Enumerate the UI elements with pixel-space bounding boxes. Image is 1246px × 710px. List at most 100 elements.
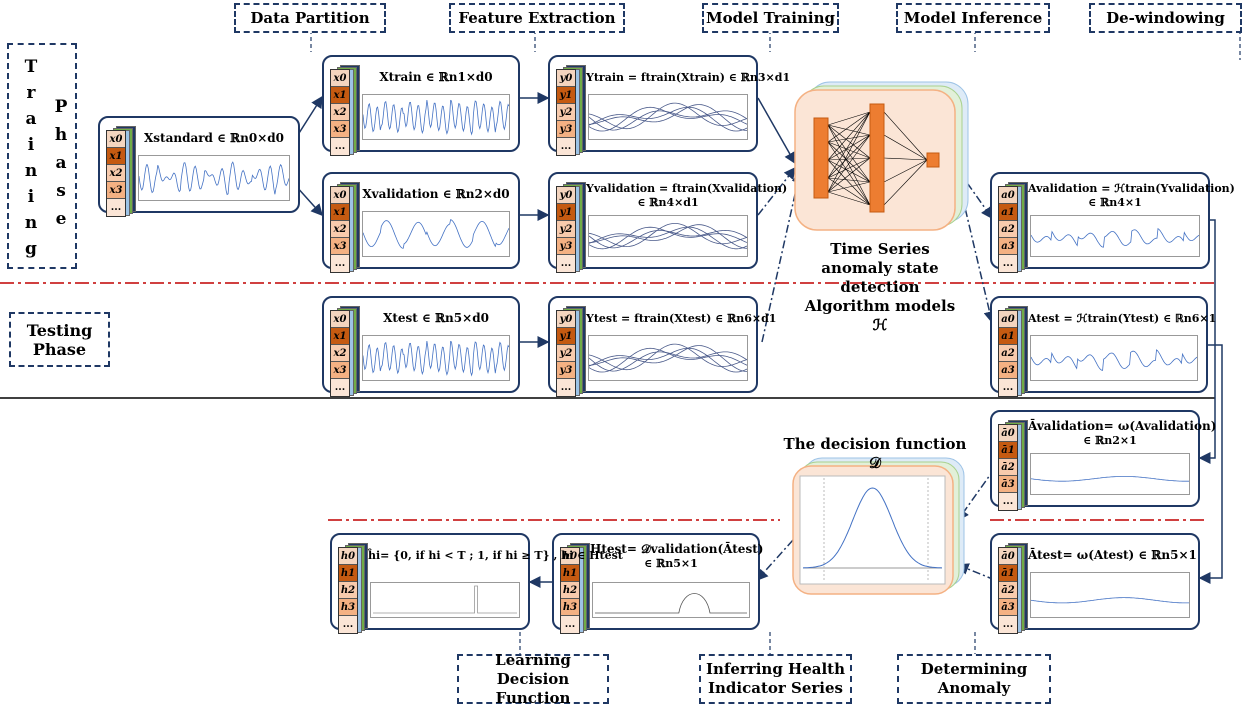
signal-plot bbox=[138, 155, 290, 201]
gaussian-curve bbox=[802, 487, 943, 569]
vector-cell: x0 bbox=[331, 187, 349, 204]
vector-cell: y0 bbox=[557, 70, 575, 87]
vector-cell: x3 bbox=[107, 182, 125, 199]
vector-cell: a1 bbox=[999, 328, 1017, 345]
vector-cell: ā2 bbox=[999, 582, 1017, 599]
formula-label: Xvalidation ∈ ℝn2×d0 bbox=[362, 187, 510, 201]
vector-cell: a3 bbox=[999, 362, 1017, 379]
vector-cell: ā0 bbox=[999, 548, 1017, 565]
formula-label: ĥi= {0, if hi < T ; 1, if hi ≥ T} , hi ∈… bbox=[368, 549, 623, 562]
stage-data-partition: Data Partition bbox=[234, 3, 386, 33]
vector-cell: x1 bbox=[331, 87, 349, 104]
formula-label: Ytest = ftrain(Xtest) ∈ ℝn6×d1 bbox=[586, 312, 777, 325]
vector-cell: y2 bbox=[557, 345, 575, 362]
formula-label: Xtest ∈ ℝn5×d0 bbox=[383, 311, 489, 325]
signal-plot bbox=[1030, 215, 1200, 257]
vector-cell: ... bbox=[331, 138, 349, 155]
vector-cell: ā3 bbox=[999, 476, 1017, 493]
stage-determining-anomaly: Determining Anomaly bbox=[897, 654, 1051, 704]
stage-inferring-health-indicator: Inferring Health Indicator Series bbox=[699, 654, 852, 704]
vector-cell: h1 bbox=[561, 565, 579, 582]
vector-cell: ā3 bbox=[999, 599, 1017, 616]
vector-cell: y3 bbox=[557, 121, 575, 138]
signal-plot bbox=[592, 582, 750, 618]
vector-cell: a0 bbox=[999, 311, 1017, 328]
formula-label: Htest= 𝒟validation(Ātest) bbox=[590, 542, 764, 556]
formula-label: Xtrain ∈ ℝn1×d0 bbox=[379, 70, 493, 84]
vector-cell: y1 bbox=[557, 87, 575, 104]
vector-cell: y0 bbox=[557, 187, 575, 204]
stage-model-training: Model Training bbox=[702, 3, 839, 33]
vector-cell: x2 bbox=[331, 221, 349, 238]
decision-function-panel bbox=[792, 457, 965, 595]
vector-cell: x1 bbox=[331, 204, 349, 221]
hidden-layer-neuron bbox=[869, 103, 885, 213]
vector-cell: a0 bbox=[999, 187, 1017, 204]
vector-cell: ... bbox=[339, 616, 357, 633]
formula-label-2: ∈ ℝn4×d1 bbox=[637, 196, 699, 209]
formula-label-2: ∈ ℝn2×1 bbox=[1083, 434, 1137, 447]
vector-cell: ... bbox=[561, 616, 579, 633]
vector-cell: h3 bbox=[339, 599, 357, 616]
vector-cell: ā1 bbox=[999, 442, 1017, 459]
vector-cell: y3 bbox=[557, 362, 575, 379]
vector-cell: ā1 bbox=[999, 565, 1017, 582]
stage-connectors bbox=[310, 30, 1241, 655]
vector-cell: a2 bbox=[999, 345, 1017, 362]
vector-cell: ... bbox=[331, 379, 349, 396]
vector-cell: x2 bbox=[331, 104, 349, 121]
vector-cell: y2 bbox=[557, 221, 575, 238]
vector-cell: x1 bbox=[107, 148, 125, 165]
vector-cell: ... bbox=[999, 379, 1017, 396]
formula-label: Yvalidation = ftrain(Xvalidation) bbox=[586, 182, 788, 195]
vector-cell: ā0 bbox=[999, 425, 1017, 442]
vector-cell: x3 bbox=[331, 238, 349, 255]
vector-cell: h1 bbox=[339, 565, 357, 582]
vector-cell: ... bbox=[999, 255, 1017, 272]
vector-cell: h2 bbox=[339, 582, 357, 599]
vector-cell: x0 bbox=[331, 311, 349, 328]
formula-label: Xstandard ∈ ℝn0×d0 bbox=[143, 131, 285, 145]
stage-de-windowing: De-windowing bbox=[1089, 3, 1242, 33]
signal-plot bbox=[362, 335, 510, 381]
vector-cell: h2 bbox=[561, 582, 579, 599]
formula-label: Atest = ℋtrain(Ytest) ∈ ℝn6×1 bbox=[1028, 312, 1217, 325]
vector-cell: ... bbox=[999, 616, 1017, 633]
vector-cell: h0 bbox=[339, 548, 357, 565]
vector-cell: y2 bbox=[557, 104, 575, 121]
vector-cell: y3 bbox=[557, 238, 575, 255]
model-caption: Time Series anomaly state detection Algo… bbox=[804, 240, 956, 334]
vector-cell: ... bbox=[331, 255, 349, 272]
vector-cell: ... bbox=[557, 255, 575, 272]
input-layer-neuron bbox=[813, 117, 829, 199]
stage-model-inference: Model Inference bbox=[896, 3, 1050, 33]
output-layer-neuron bbox=[926, 152, 940, 168]
formula-label: Āvalidation= ω(Avalidation) bbox=[1028, 419, 1217, 433]
signal-plot bbox=[1030, 572, 1190, 618]
signal-plot bbox=[370, 582, 520, 618]
vector-cell: ... bbox=[557, 138, 575, 155]
formula-label: Ytrain = ftrain(Xtrain) ∈ ℝn3×d1 bbox=[586, 71, 791, 84]
